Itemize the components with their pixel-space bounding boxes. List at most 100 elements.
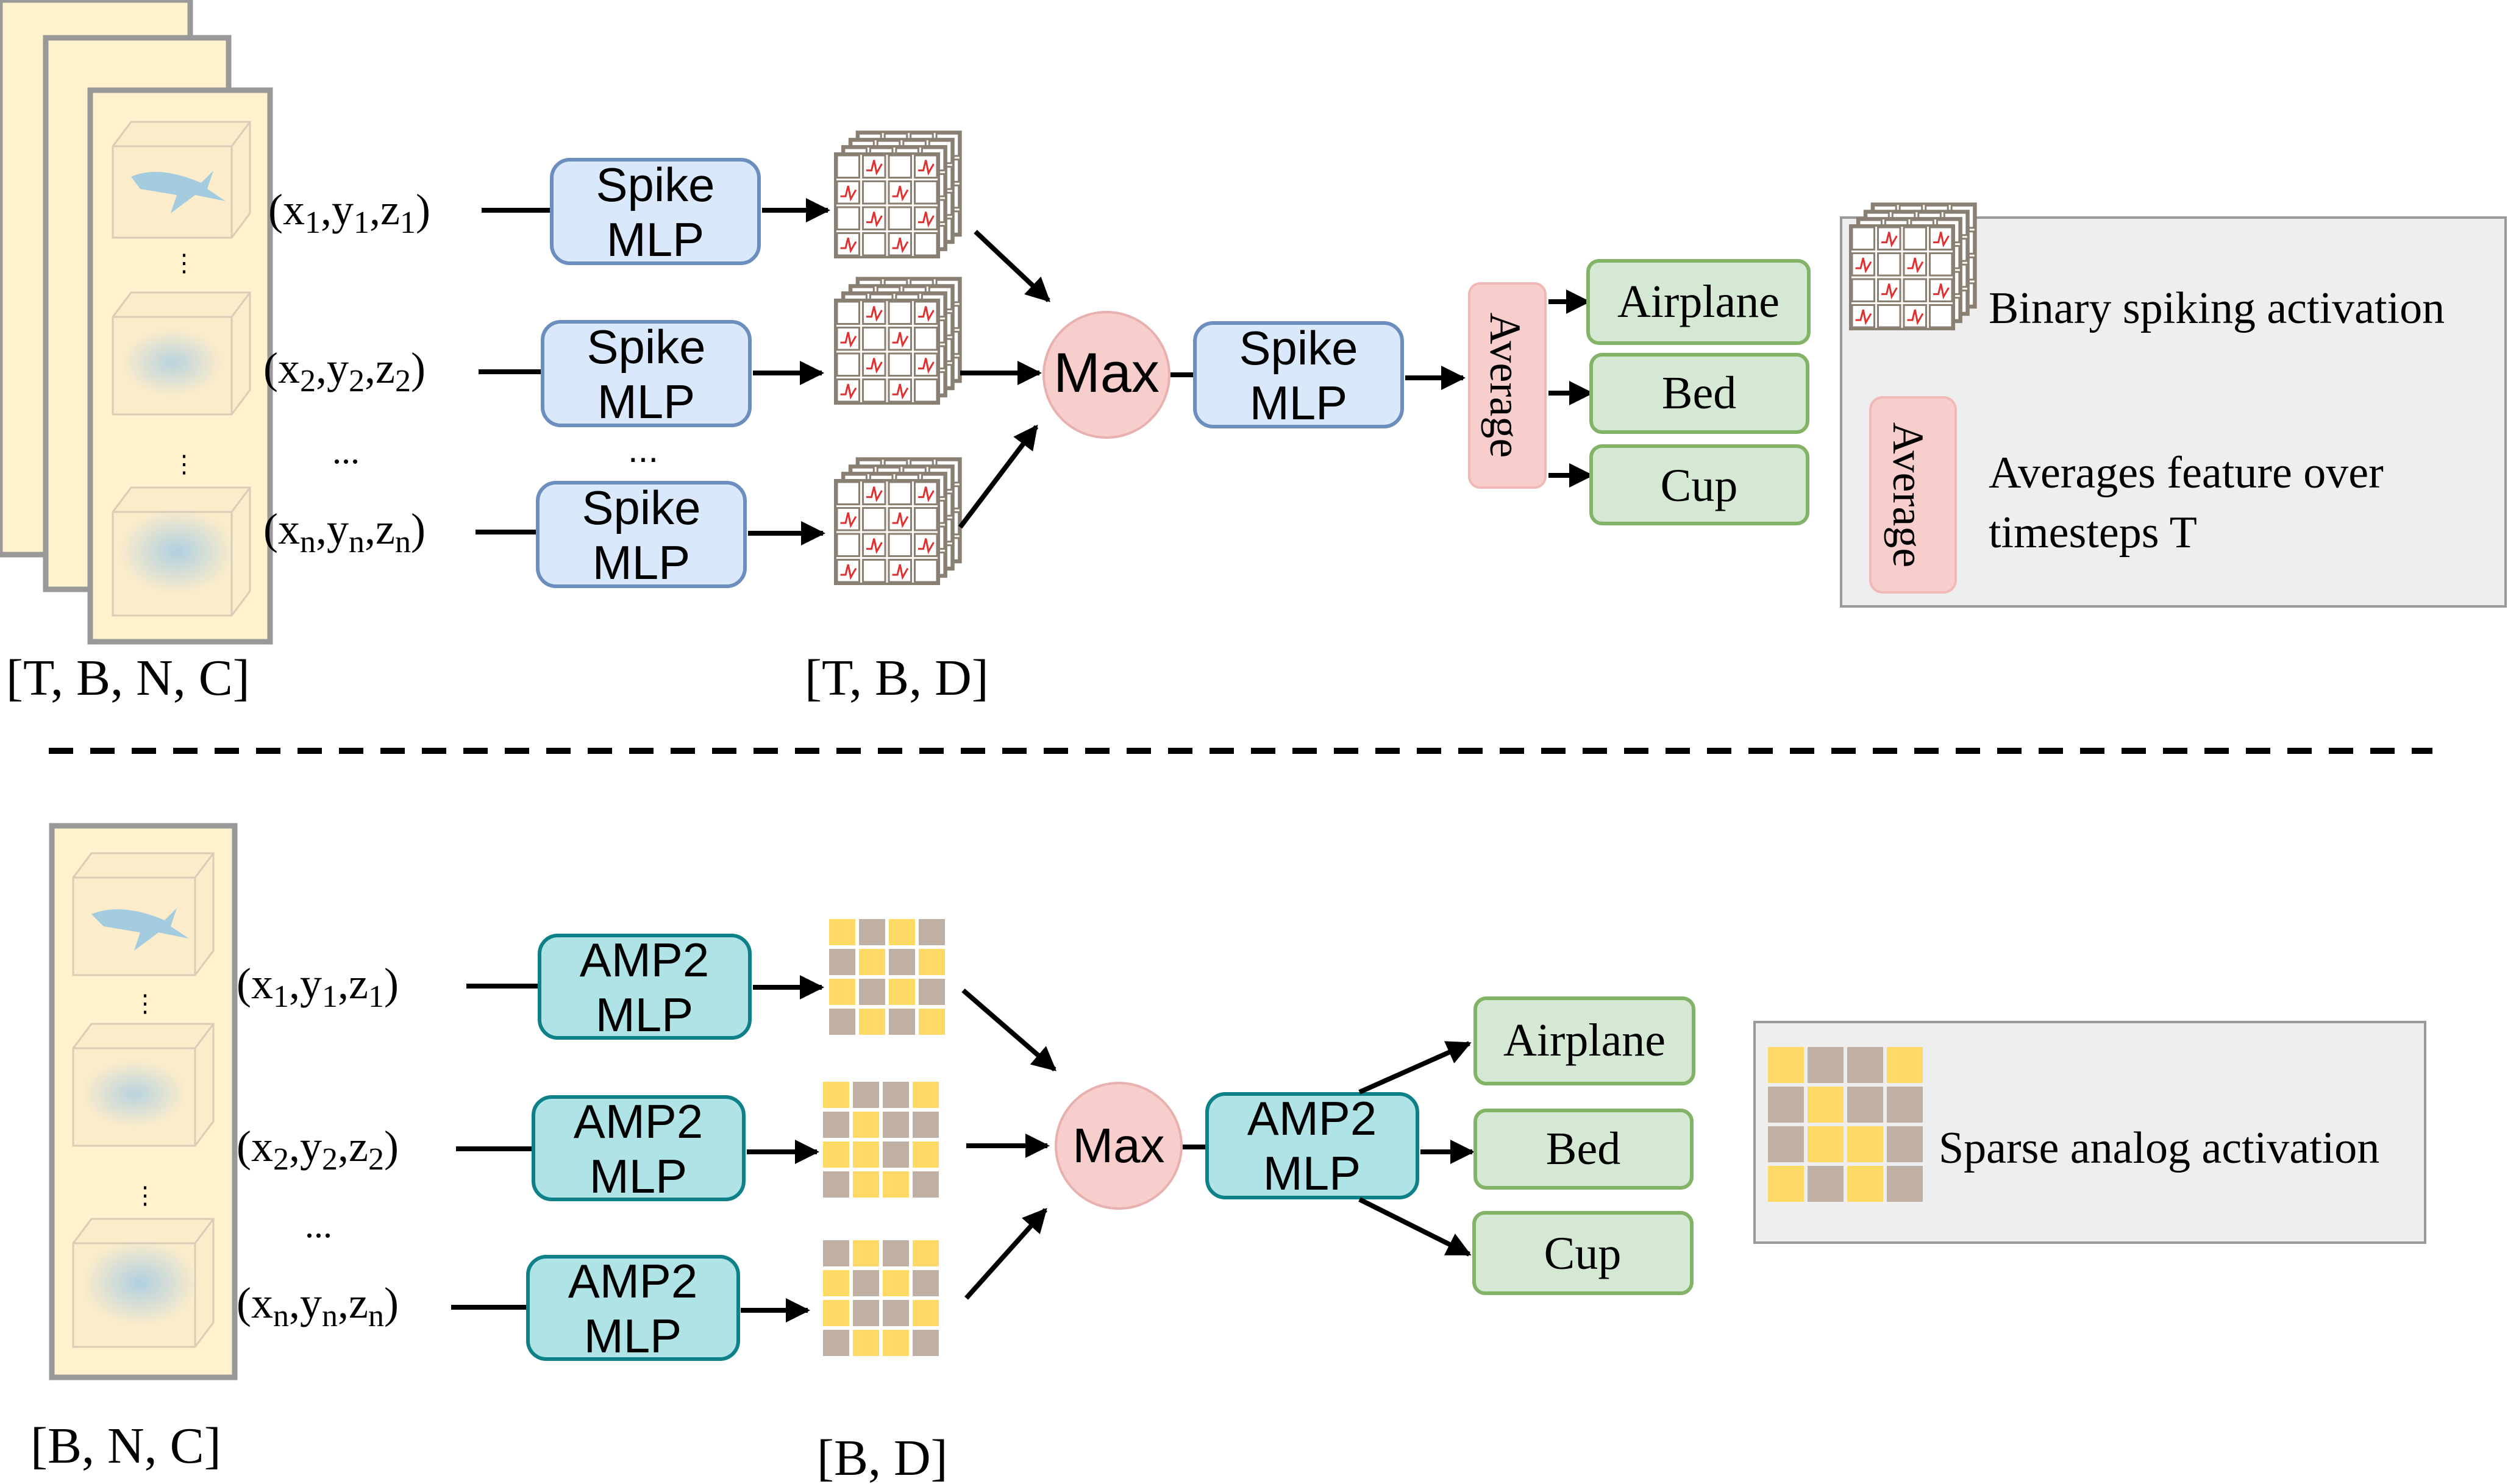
activation-cell [889, 949, 915, 975]
spike-mark [892, 185, 909, 202]
vertical-ellipsis-1: ⋮ [172, 249, 196, 277]
amp2-mlp-2: AMP2 MLP [532, 1095, 746, 1203]
activation-cell [823, 1270, 849, 1296]
top-section: ⋮ ⋮ (x1,y1,z1) (x2,y2,z2) ... (xn,yn,z [0, 0, 2507, 706]
activation-cell [919, 919, 945, 945]
activation-cell [883, 1112, 909, 1138]
spike-mark [892, 237, 909, 254]
legend-binary-activation-icon [1849, 202, 1977, 330]
svg-text:AMP2: AMP2 [580, 933, 709, 987]
cup-pointcloud-icon [112, 486, 251, 617]
bottom-output-airplane: Airplane [1473, 996, 1695, 1085]
activation-cell [853, 1141, 879, 1168]
activation-cell [1847, 1166, 1883, 1202]
bottom-vertical-ellipsis-2: ⋮ [133, 1182, 157, 1209]
activation-layer [834, 152, 940, 258]
bottom-arrow-out-3 [1358, 1197, 1472, 1257]
spike-mark [1933, 283, 1950, 300]
bottom-input-2: (x2,y2,z2) [237, 1122, 399, 1177]
spike-mark [918, 538, 935, 555]
spike-mark [866, 211, 883, 228]
spike-mark [866, 486, 883, 503]
bottom-vertical-ellipsis-1: ⋮ [133, 990, 157, 1017]
activation-cell [913, 1270, 939, 1296]
svg-text:Spike: Spike [1239, 321, 1358, 375]
top-arrow-max-1 [974, 230, 1050, 302]
bed-pointcloud-icon [112, 291, 251, 416]
svg-text:AMP2: AMP2 [574, 1095, 703, 1148]
activation-cell [853, 1112, 879, 1138]
activation-cell [883, 1082, 909, 1108]
spike-mark [1881, 232, 1898, 248]
activation-cell [913, 1330, 939, 1356]
binary-activation-stack-1 [834, 130, 962, 258]
activation-cell [829, 919, 855, 945]
activation-cell [883, 1330, 909, 1356]
activation-cell [859, 919, 885, 945]
top-arrow-max-n [958, 424, 1039, 529]
spike-mark [892, 383, 909, 400]
bottom-cup-pointcloud-icon [72, 1218, 215, 1348]
top-input-1: (x1,y1,z1) [268, 185, 430, 240]
spike-mark [918, 486, 935, 503]
top-max-pool: Max [1042, 311, 1170, 439]
activation-cell [1768, 1166, 1804, 1202]
spike-mark [918, 306, 935, 322]
timestep-input-stack: ⋮ ⋮ [0, 0, 273, 645]
activation-cell [1808, 1087, 1844, 1123]
activation-cell [1847, 1047, 1883, 1083]
airplane-pointcloud-icon [112, 121, 251, 239]
activation-cell [1887, 1166, 1923, 1202]
activation-cell [1887, 1126, 1923, 1162]
activation-cell [1768, 1047, 1804, 1083]
activation-cell [823, 1171, 849, 1198]
top-output-cup: Cup [1589, 444, 1809, 525]
top-average-block: Average [1468, 282, 1547, 489]
bottom-arrow-max-1 [961, 988, 1057, 1072]
top-input-n: (xn,yn,zn) [263, 505, 426, 559]
spike-mark [892, 564, 909, 580]
legend-sparse-activation-icon [1768, 1047, 1923, 1202]
activation-cell [889, 979, 915, 1005]
legend-average-swatch: Average [1869, 396, 1957, 594]
spike-mark [1855, 257, 1872, 274]
top-output-airplane: Airplane [1586, 259, 1811, 345]
svg-text:MLP: MLP [1250, 376, 1347, 430]
front-input-card: ⋮ ⋮ [87, 87, 273, 645]
top-post-spike-mlp: Spike MLP [1193, 321, 1404, 430]
bottom-input-n: (xn,yn,zn) [237, 1279, 399, 1333]
activation-cell [853, 1330, 879, 1356]
activation-cell [859, 1009, 885, 1035]
top-legend: Binary spiking activation Average Averag… [1840, 202, 2507, 608]
top-input-2: (x2,y2,z2) [263, 344, 426, 399]
spike-mark [918, 211, 935, 228]
svg-text:Bed: Bed [1662, 367, 1736, 419]
svg-text:MLP: MLP [607, 213, 704, 266]
top-mlp-ellipsis: ... [628, 429, 658, 470]
sparse-activation-grid-2 [823, 1082, 939, 1198]
activation-cell [913, 1240, 939, 1266]
activation-cell [853, 1171, 879, 1198]
svg-text:Bed: Bed [1546, 1123, 1620, 1174]
svg-text:Max: Max [1072, 1118, 1164, 1173]
legend-sparse-label: Sparse analog activation [1939, 1123, 2379, 1173]
svg-text:Spike: Spike [596, 158, 714, 211]
activation-cell [913, 1082, 939, 1108]
legend-average-desc-2: timesteps T [1989, 508, 2197, 558]
activation-cell [859, 979, 885, 1005]
bottom-post-amp2-mlp: AMP2 MLP [1205, 1092, 1419, 1200]
activation-cell [829, 979, 855, 1005]
activation-cell [883, 1300, 909, 1326]
spike-mark [1881, 283, 1898, 300]
activation-cell [853, 1240, 879, 1266]
activation-cell [1768, 1126, 1804, 1162]
bottom-input-card: ⋮ ⋮ [49, 823, 238, 1380]
bottom-arrow-max-n [964, 1208, 1047, 1300]
activation-cell [913, 1300, 939, 1326]
bottom-bed-pointcloud-icon [72, 1023, 215, 1147]
top-output-bed: Bed [1589, 353, 1809, 434]
top-feature-shape: [T, B, D] [805, 650, 989, 706]
activation-cell [823, 1300, 849, 1326]
activation-cell [913, 1171, 939, 1198]
